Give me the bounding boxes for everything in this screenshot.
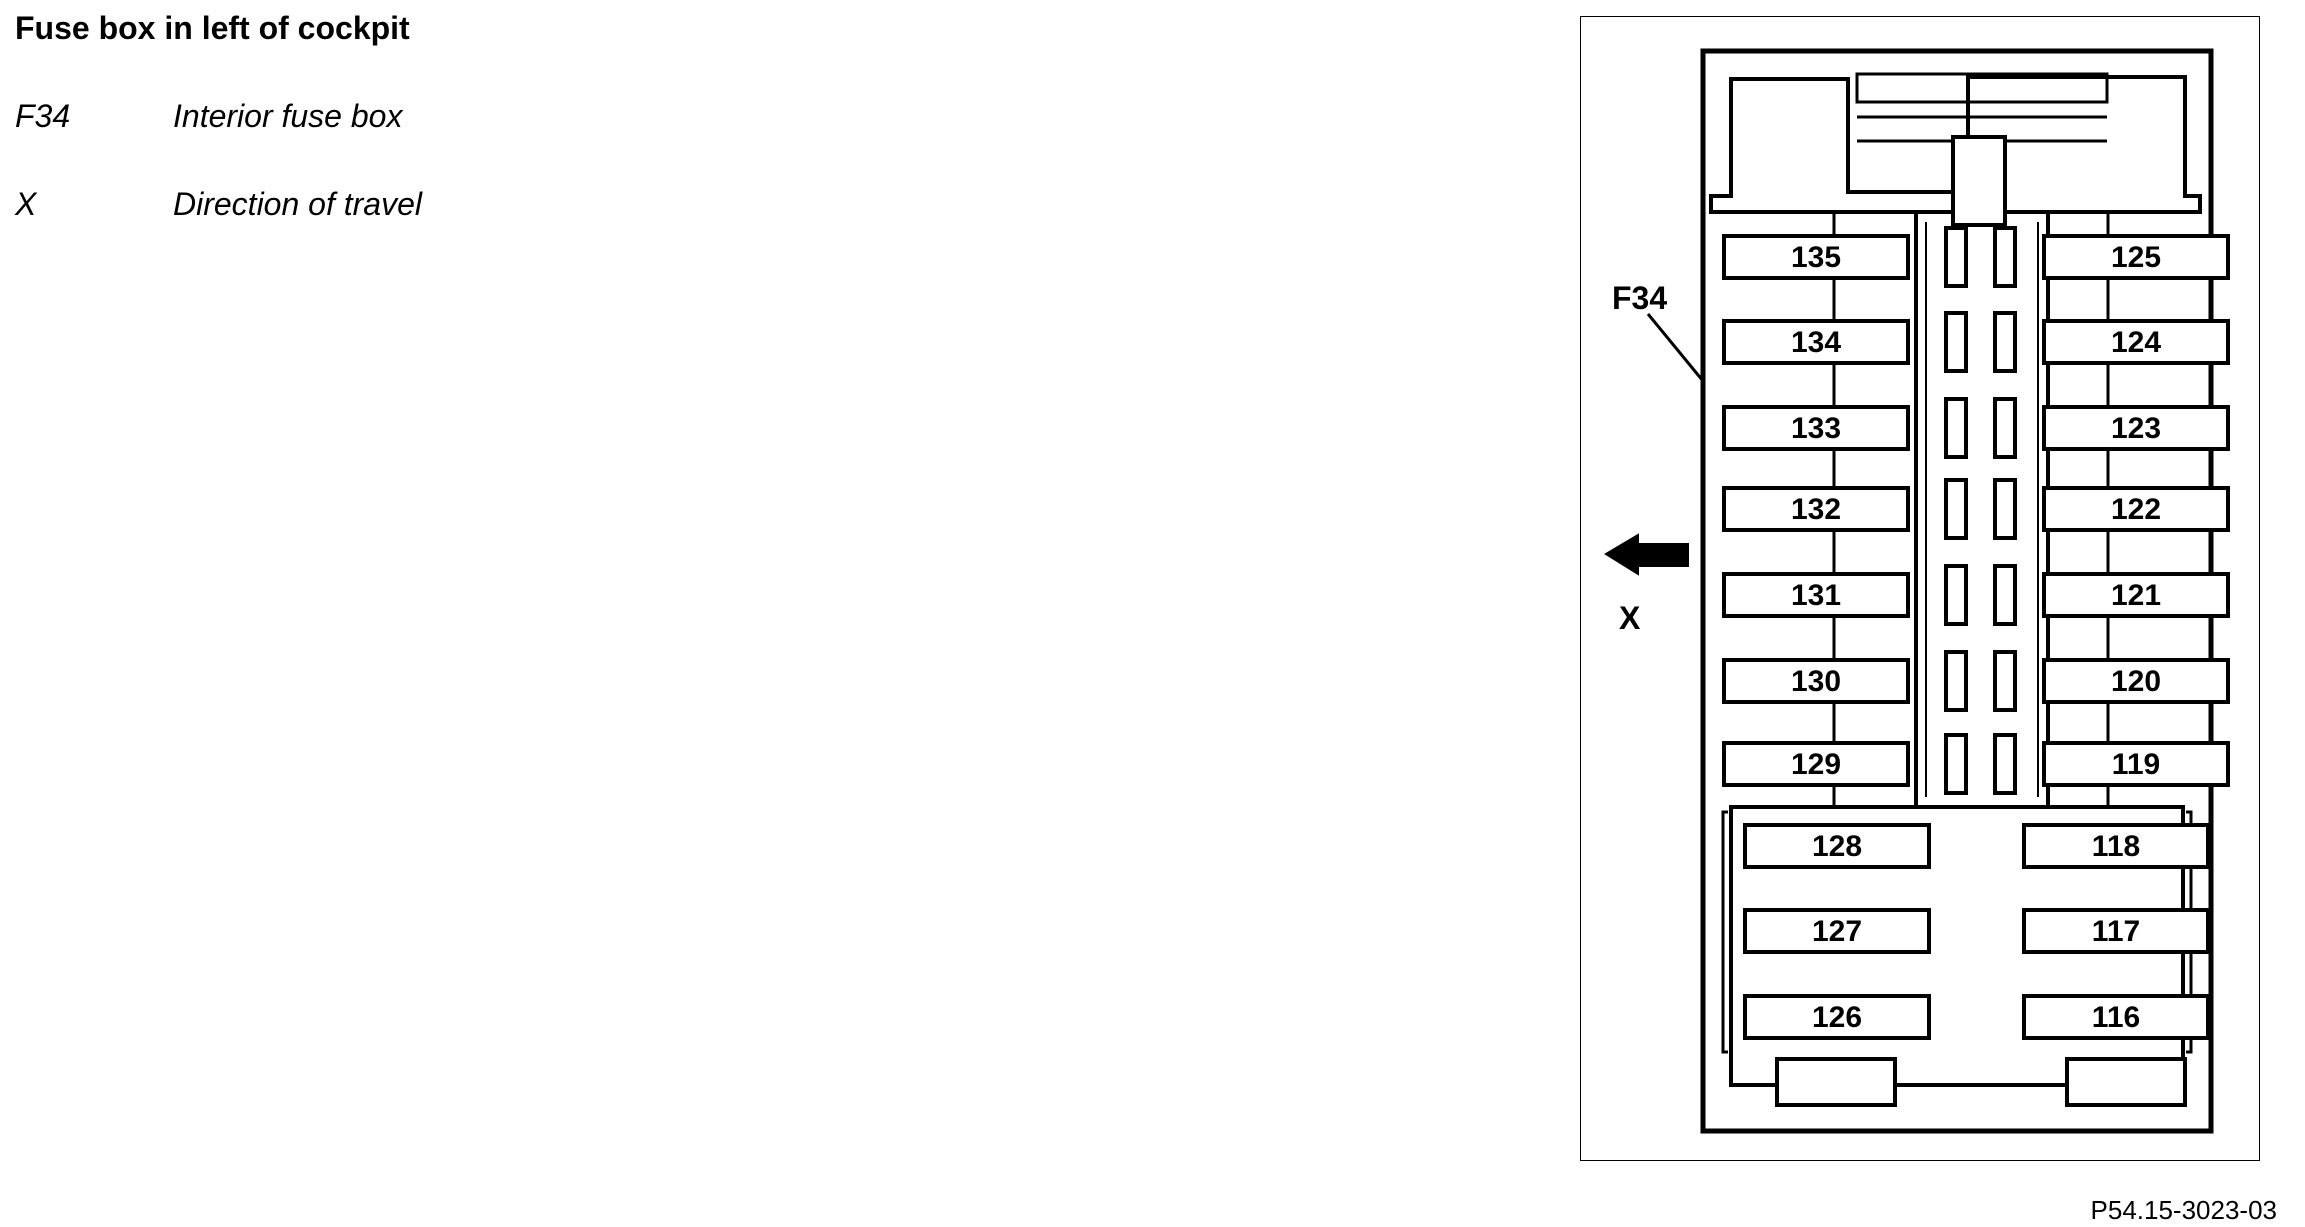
relay-slot xyxy=(1944,397,1968,459)
fuse-label: 130 xyxy=(1791,665,1841,698)
fuse-body xyxy=(2042,486,2230,532)
fuses: 135 134 133 132 131 130 129 125 124 123 122 121 120 1… xyxy=(1722,234,2230,1040)
fuse-label: 128 xyxy=(1812,830,1862,863)
fuse-body xyxy=(1722,741,1910,787)
fuse-label: 120 xyxy=(2111,665,2161,698)
fuse-label: 127 xyxy=(1812,915,1862,948)
fuse-133: 133 xyxy=(1722,405,1910,451)
fuse-118: 118 xyxy=(2022,823,2210,869)
fuse-label: 119 xyxy=(2112,748,2160,781)
fuse-label: 135 xyxy=(1791,241,1841,274)
relay-slot xyxy=(1944,226,1968,288)
fuse-122: 122 xyxy=(2042,486,2230,532)
relay-slot xyxy=(1993,397,2017,459)
fuse-label: 133 xyxy=(1791,412,1841,445)
direction-arrow-icon xyxy=(1604,533,1689,576)
fuse-body xyxy=(1722,405,1910,451)
callout-x: X xyxy=(1619,600,1641,636)
relay-slot xyxy=(1944,733,1968,795)
fuse-label: 126 xyxy=(1812,1001,1862,1034)
fuse-124: 124 xyxy=(2042,319,2230,365)
fuse-box-diagram: 135 134 133 132 131 130 129 125 124 123 122 121 120 1… xyxy=(1604,48,2230,1134)
relay-slot xyxy=(1993,478,2017,540)
fuse-label: 118 xyxy=(2092,830,2140,863)
fuse-label: 116 xyxy=(2092,1001,2140,1034)
fuse-body xyxy=(2022,823,2210,869)
fuse-116: 116 xyxy=(2022,994,2210,1040)
relay-slots xyxy=(1944,226,2017,795)
fuse-135: 135 xyxy=(1722,234,1910,280)
fuse-125: 125 xyxy=(2042,234,2230,280)
legend-code: F34 xyxy=(15,98,71,134)
fuse-body xyxy=(2022,908,2210,954)
fuse-body xyxy=(1722,658,1910,704)
callout-f34-leader xyxy=(1646,313,1705,382)
fuse-box-figure: 135 134 133 132 131 130 129 125 124 123 122 121 120 1… xyxy=(1580,16,2260,1161)
relay-slot xyxy=(1944,311,1968,373)
relay-channel-inner xyxy=(1925,222,2039,797)
fuse-body xyxy=(1743,994,1931,1040)
fuse-120: 120 xyxy=(2042,658,2230,704)
relay-slot xyxy=(1993,564,2017,626)
fuse-label: 134 xyxy=(1791,326,1841,359)
fuse-body xyxy=(2042,572,2230,618)
lower-connector-right xyxy=(2065,1057,2187,1107)
relay-slot xyxy=(1993,311,2017,373)
fuse-label: 132 xyxy=(1791,493,1841,526)
fuse-123: 123 xyxy=(2042,405,2230,451)
relay-channel xyxy=(1914,213,2050,807)
fuse-label: 125 xyxy=(2111,241,2161,274)
legend-code: X xyxy=(15,186,37,222)
top-cover-slot xyxy=(1855,72,2109,104)
fuse-body xyxy=(1722,486,1910,532)
fuse-label: 129 xyxy=(1791,748,1841,781)
fuse-body xyxy=(2042,658,2230,704)
fuse-label: 117 xyxy=(2092,915,2140,948)
fuse-119: 119 xyxy=(2042,741,2230,787)
figure-id: P54.15-3023-03 xyxy=(2090,1195,2277,1225)
fuse-body xyxy=(1743,908,1931,954)
fuse-body xyxy=(2022,994,2210,1040)
legend-description: Interior fuse box xyxy=(173,98,403,134)
fuse-body xyxy=(2042,319,2230,365)
top-cover-tab xyxy=(1951,135,2007,227)
fuse-body xyxy=(2042,741,2230,787)
fuse-label: 124 xyxy=(2111,326,2161,359)
fuse-131: 131 xyxy=(1722,572,1910,618)
fuse-127: 127 xyxy=(1743,908,1931,954)
relay-slot xyxy=(1944,478,1968,540)
legend-description: Direction of travel xyxy=(173,186,422,222)
fuse-label: 123 xyxy=(2111,412,2161,445)
fuse-body xyxy=(1722,319,1910,365)
fuse-128: 128 xyxy=(1743,823,1931,869)
fuse-label: 131 xyxy=(1791,579,1841,612)
fuse-134: 134 xyxy=(1722,319,1910,365)
fuse-121: 121 xyxy=(2042,572,2230,618)
relay-slot xyxy=(1993,733,2017,795)
fuse-132: 132 xyxy=(1722,486,1910,532)
fuse-body xyxy=(1722,234,1910,280)
fuse-body xyxy=(1722,572,1910,618)
relay-slot xyxy=(1993,650,2017,712)
lower-connector-left xyxy=(1775,1057,1897,1107)
fuse-117: 117 xyxy=(2022,908,2210,954)
relay-slot xyxy=(1944,650,1968,712)
fuse-label: 121 xyxy=(2111,579,2161,612)
page-title: Fuse box in left of cockpit xyxy=(15,10,410,46)
callout-f34: F34 xyxy=(1612,280,1667,316)
fuse-body xyxy=(2042,405,2230,451)
relay-slot xyxy=(1944,564,1968,626)
fuse-body xyxy=(2042,234,2230,280)
fuse-126: 126 xyxy=(1743,994,1931,1040)
fuse-body xyxy=(1743,823,1931,869)
relay-slot xyxy=(1993,226,2017,288)
fuse-130: 130 xyxy=(1722,658,1910,704)
top-cover xyxy=(1709,75,2202,214)
fuse-129: 129 xyxy=(1722,741,1910,787)
fuse-label: 122 xyxy=(2111,493,2161,526)
